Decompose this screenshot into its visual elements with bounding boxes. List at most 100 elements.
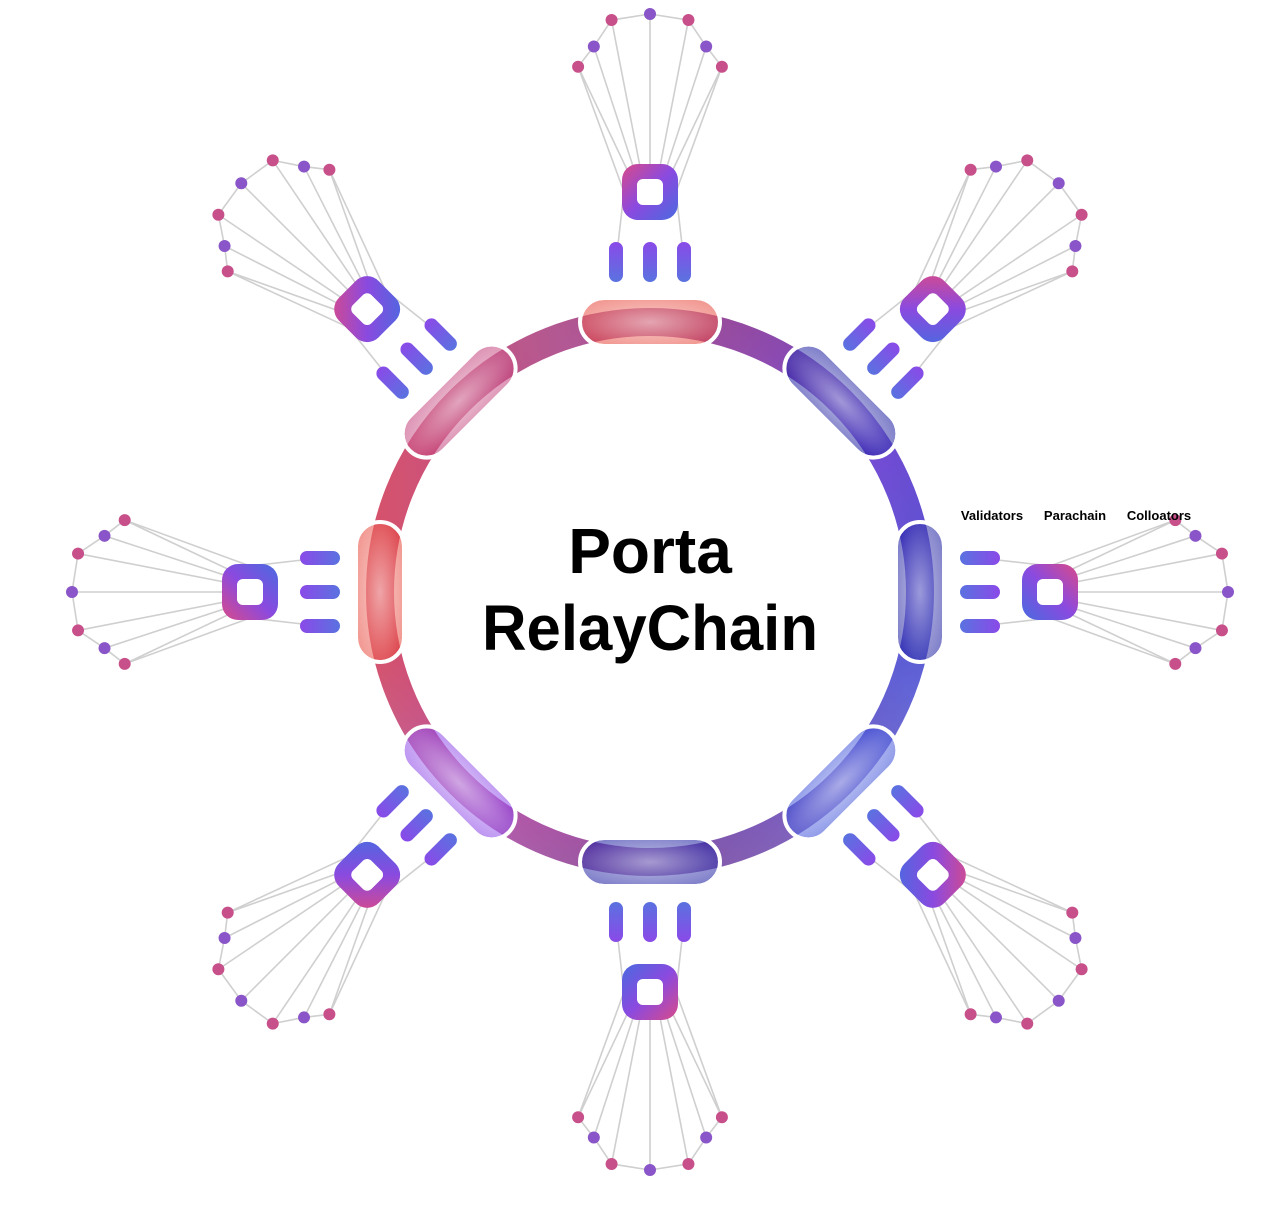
collator-node [682, 14, 695, 27]
collator-node [298, 160, 311, 173]
parachain-spoke [212, 154, 457, 399]
collator-node [1052, 177, 1065, 190]
parachain-block-hole [351, 858, 384, 891]
ring-segment [894, 520, 946, 664]
validator-node [643, 902, 657, 942]
validator-node [400, 342, 433, 375]
ring-segment-glow [898, 524, 942, 660]
collator-side-edge [675, 991, 723, 1118]
ring-segment-outline [894, 520, 946, 664]
ring-segment-outline [782, 342, 900, 460]
parachain-block-hole [916, 293, 949, 326]
collator-node [1075, 963, 1088, 976]
ring-segment-glow [786, 346, 896, 456]
legend-colloators-label: Colloators [1127, 508, 1191, 523]
collator-node [1222, 586, 1234, 598]
collator-side-edge [577, 66, 625, 193]
collator-node [605, 1157, 618, 1170]
collator-node [572, 60, 585, 73]
collator-node [587, 1131, 600, 1144]
collator-node [98, 642, 111, 655]
collator-side-edge [1049, 519, 1176, 567]
parachain-spoke [572, 8, 728, 282]
ring-segment [578, 296, 722, 348]
collator-side-edge [1049, 617, 1176, 665]
ring-segment-outline [400, 724, 518, 842]
collator-node [221, 906, 234, 919]
ring-segment-glow [358, 524, 402, 660]
collator-node [1066, 906, 1079, 919]
collator-node [1215, 624, 1228, 637]
collator-node [218, 931, 231, 944]
validator-node [960, 551, 1000, 565]
collator-node [1021, 154, 1034, 167]
collator-side-edge [227, 270, 350, 329]
collator-side-edge [124, 617, 251, 665]
validator-node [376, 785, 409, 818]
ring-segment [782, 724, 900, 842]
validator-node [300, 619, 340, 633]
validator-node [424, 833, 457, 866]
collator-edge [1221, 591, 1229, 631]
parachain-block-hole [1037, 579, 1063, 605]
collator-node [1189, 642, 1202, 655]
collator-node [1066, 265, 1079, 278]
collator-node [1169, 514, 1182, 527]
parachain-spoke [843, 154, 1088, 399]
validator-node [891, 366, 924, 399]
collator-side-edge [124, 519, 251, 567]
validator-node [424, 318, 457, 351]
parachain-block-hole [351, 293, 384, 326]
collator-node [1069, 240, 1082, 253]
collator-node [964, 1008, 977, 1021]
validator-node [677, 242, 691, 282]
collator-side-edge [328, 892, 387, 1015]
collator-edge [1026, 159, 1060, 184]
collator-edge [611, 1163, 651, 1171]
ring-segment [400, 724, 518, 842]
collator-edge [1058, 182, 1083, 216]
collator-edges [577, 921, 723, 1171]
ring-segment [400, 342, 518, 460]
collator-edge [649, 1163, 689, 1171]
validator-node [400, 809, 433, 842]
ring-segment [578, 836, 722, 888]
parachain-spoke [843, 785, 1088, 1030]
collator-node [212, 208, 225, 221]
collator-node [1052, 994, 1065, 1007]
validator-node [843, 833, 876, 866]
collator-edge [71, 553, 79, 593]
collator-side-edge [950, 855, 1073, 914]
collator-node [700, 40, 713, 53]
validator-node [609, 242, 623, 282]
collator-side-edge [950, 270, 1073, 329]
collator-node [682, 1157, 695, 1170]
collator-node [323, 163, 336, 176]
parachain-spoke [960, 514, 1234, 670]
collator-node [212, 963, 225, 976]
collator-side-edge [913, 892, 972, 1015]
parachain-spoke [572, 902, 728, 1176]
ring-segment-glow [404, 346, 514, 456]
collator-node [118, 657, 131, 670]
ring-segment-glow [786, 728, 896, 838]
validator-node [376, 366, 409, 399]
validator-node [300, 585, 340, 599]
collator-node [572, 1111, 585, 1124]
collator-node [118, 514, 131, 527]
collator-node [1069, 931, 1082, 944]
collator-node [66, 586, 78, 598]
parachain-spokes [66, 8, 1234, 1176]
collator-edge [649, 13, 689, 21]
relay-ring-segments [354, 296, 946, 888]
collator-node [1075, 208, 1088, 221]
collator-node [644, 8, 656, 20]
collator-node [964, 163, 977, 176]
ring-segment-outline [578, 836, 722, 888]
validator-node [843, 318, 876, 351]
collator-side-edge [577, 991, 625, 1118]
collator-edge [1026, 1000, 1060, 1025]
collator-node [72, 547, 85, 560]
collator-node [989, 1011, 1002, 1024]
